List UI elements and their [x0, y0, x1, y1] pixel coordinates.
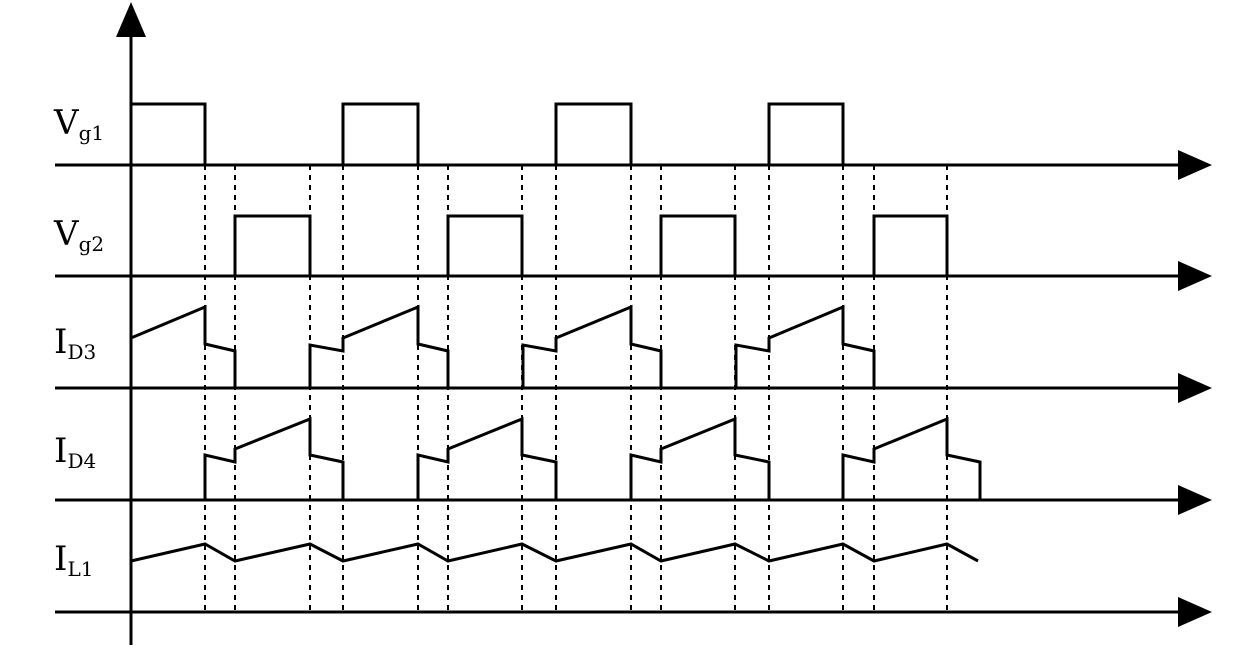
vg2-waveform — [233, 214, 312, 276]
il1-waveform — [130, 542, 979, 563]
label-vg2-main: V — [53, 214, 80, 254]
vg1-waveform — [767, 102, 845, 165]
id3-waveform — [308, 304, 450, 388]
label-il1-main: I — [54, 539, 67, 579]
label-id4-main: I — [54, 431, 67, 471]
label-id3-main: I — [54, 322, 67, 362]
vertical-axis-arrow-icon — [116, 2, 146, 37]
label-id4: ID4 — [54, 431, 96, 473]
label-vg1-sub: g1 — [79, 121, 105, 145]
axis-vg1-arrow-icon — [1178, 150, 1212, 180]
id4-waveform — [841, 416, 982, 500]
label-id3-sub: D3 — [67, 340, 96, 364]
axis-id4-arrow-icon — [1178, 485, 1212, 515]
label-id3: ID3 — [54, 322, 96, 364]
vg2-waveform — [872, 214, 949, 276]
vg1-waveform — [554, 102, 633, 165]
axis-id3-arrow-icon — [1178, 373, 1212, 403]
id4-waveform — [416, 416, 558, 500]
id3-waveform — [129, 304, 237, 388]
vg1-waveform — [341, 102, 420, 165]
label-vg1-main: V — [53, 103, 80, 143]
vg1-waveform — [129, 102, 207, 165]
label-il1-sub: L1 — [67, 557, 93, 581]
label-vg1: Vg1 — [53, 103, 104, 145]
id3-waveform — [521, 304, 663, 388]
id4-waveform — [629, 416, 771, 500]
label-vg2: Vg2 — [53, 214, 104, 256]
axis-vg2-arrow-icon — [1178, 261, 1212, 291]
label-il1: IL1 — [54, 539, 93, 581]
vg2-waveform — [446, 214, 524, 276]
label-vg2-sub: g2 — [79, 232, 105, 256]
id4-waveform — [203, 416, 345, 500]
vg2-waveform — [659, 214, 737, 276]
label-id4-sub: D4 — [67, 449, 96, 473]
axis-il1-arrow-icon — [1178, 597, 1212, 627]
id3-waveform — [734, 304, 876, 388]
